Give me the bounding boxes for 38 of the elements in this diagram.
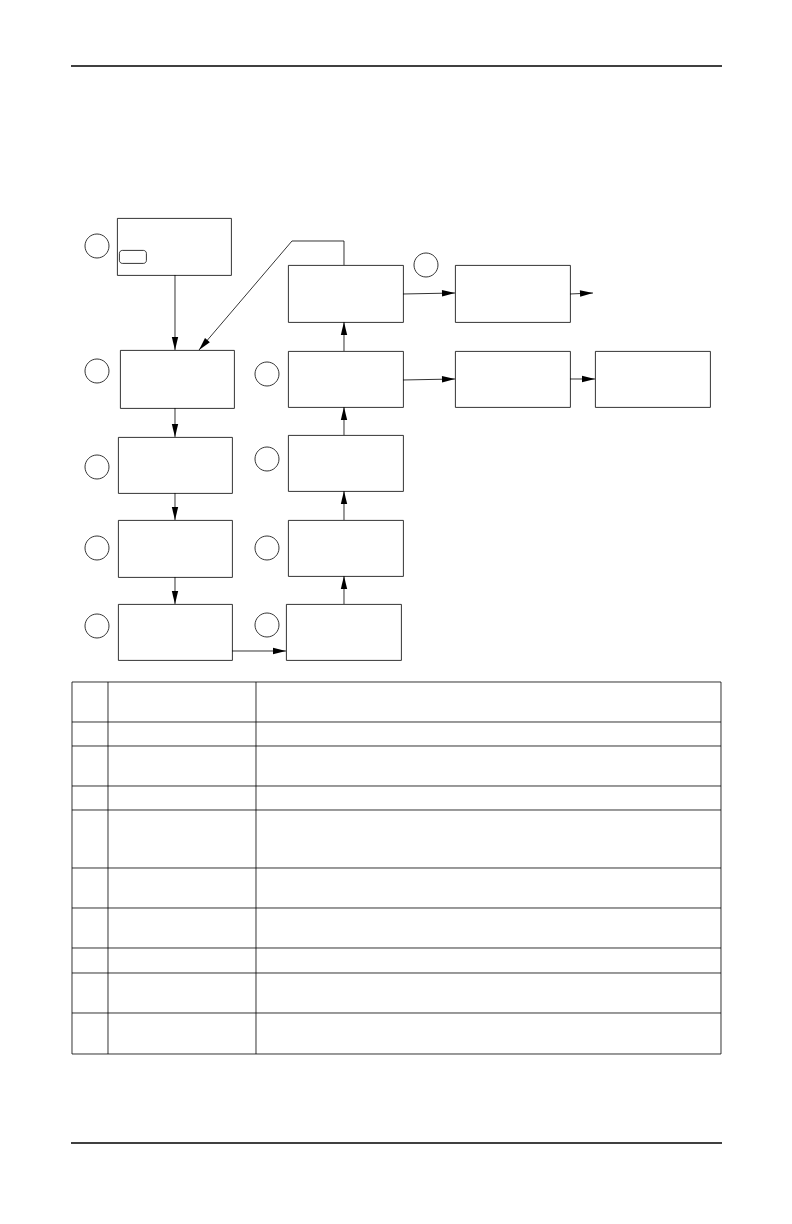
callout-circle (413, 252, 439, 278)
arrow (231, 647, 287, 655)
arrow (569, 375, 596, 383)
process-box (288, 520, 404, 577)
process-box (595, 351, 711, 408)
callout-circle (254, 361, 280, 387)
process-box (455, 265, 571, 323)
process-box (286, 604, 402, 661)
process-box (288, 351, 404, 408)
process-box (288, 435, 404, 492)
process-box (117, 218, 232, 276)
callout-circle (84, 358, 110, 384)
arrow (340, 406, 348, 436)
callout-circle (254, 612, 280, 638)
callout-circle (254, 446, 280, 472)
arrow (402, 290, 456, 297)
arrow (171, 274, 179, 351)
arrow (171, 407, 179, 438)
arrow (340, 490, 348, 521)
arrow (569, 290, 594, 297)
callout-circle (84, 233, 110, 259)
callout-circle (254, 535, 280, 561)
button-symbol (119, 250, 147, 264)
callout-circle (84, 535, 110, 561)
callout-circle (84, 613, 110, 639)
arrow (171, 576, 179, 605)
process-box (120, 350, 235, 409)
arrow (198, 240, 345, 351)
arrow (171, 492, 179, 521)
process-box (455, 351, 571, 408)
arrow (340, 321, 348, 352)
process-box (288, 265, 404, 323)
process-box (118, 604, 233, 661)
callout-circle (84, 454, 110, 480)
arrow (340, 575, 348, 605)
arrow (402, 376, 456, 383)
process-box (118, 437, 233, 494)
process-box (118, 520, 233, 578)
